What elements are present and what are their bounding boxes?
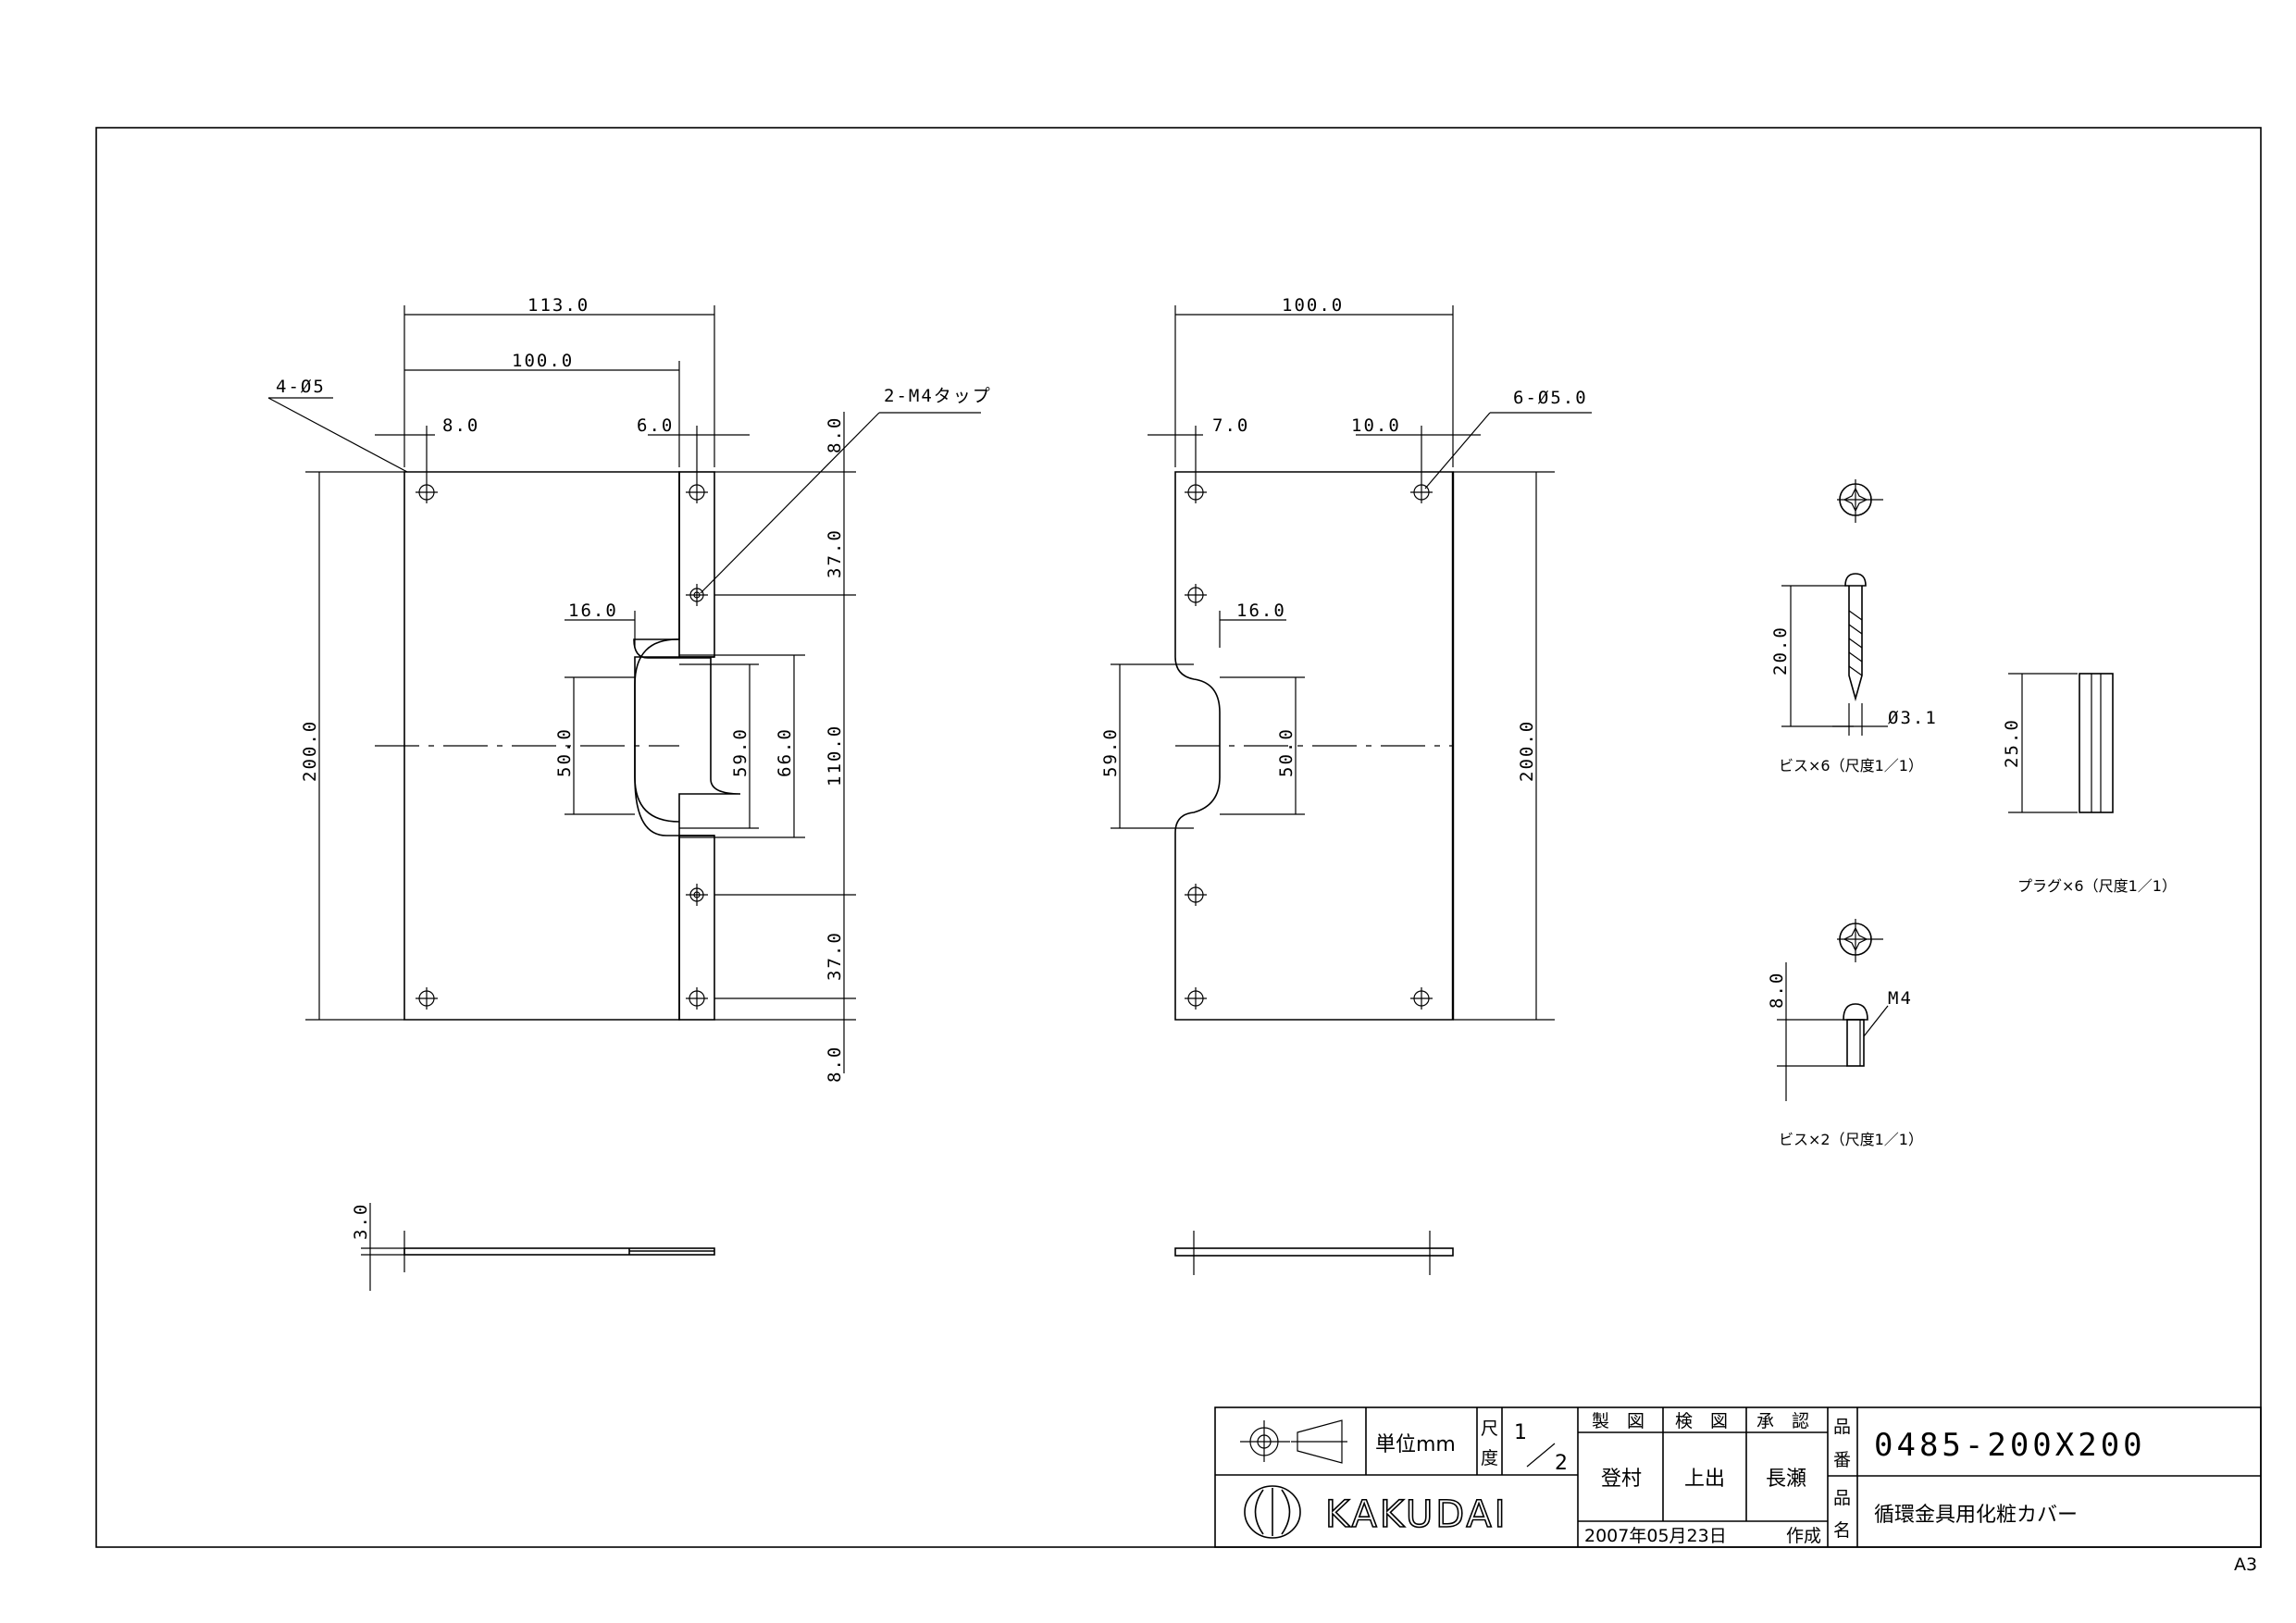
sheet-size: A3 [2234,1555,2257,1575]
dim-right-59: 59.0 [1100,727,1121,777]
right-side-view [1174,1231,1454,1275]
right-view: 100.0 7.0 10.0 6-Ø5.0 16.0 59.0 50.0 200… [1100,295,1592,1275]
left-plate-outline [403,471,741,1021]
dim-left-8: 8.0 [442,415,479,436]
part-name: 循環金具用化粧カバー [1874,1504,2078,1527]
dim-tab-span2: 37.0 [825,931,845,981]
callout-tap: 2-M4タップ [884,386,992,406]
left-side-view [361,1203,715,1291]
approve-label: 承 認 [1756,1411,1809,1431]
date-suffix: 作成 [1786,1526,1821,1546]
screw-long [1781,479,1888,736]
projection-symbol-icon [1240,1419,1347,1464]
made-label: 製 図 [1592,1411,1644,1431]
left-view: 113.0 100.0 8.0 6.0 4-Ø5 2-M4タップ 16.0 20… [267,295,992,1291]
dim-left-50: 50.0 [554,727,575,777]
part-no-label-1: 品 [1833,1417,1851,1437]
part-no-label-2: 番 [1833,1450,1851,1470]
callout-holes-left: 4-Ø5 [276,377,326,397]
right-dimensions [1111,305,1592,1021]
dim-left-66: 66.0 [775,727,795,777]
part-number: 0485-200X200 [1874,1427,2146,1464]
dim-left-6: 6.0 [637,415,674,436]
unit-label: 単位mm [1375,1433,1456,1456]
scale-label-2: 度 [1481,1448,1498,1468]
screw-short [1777,919,1889,1101]
dim-screw-short-length: 8.0 [1767,972,1787,1009]
kakudai-logo-icon: KAKUDAI [1244,1485,1508,1539]
caption-plug: プラグ×6（尺度1／1） [2017,877,2177,895]
dim-left-113: 113.0 [527,295,590,316]
drawing-border [95,127,2262,1548]
dim-right-7: 7.0 [1212,415,1249,436]
title-block: KAKUDAI [1214,1406,2262,1548]
dim-tab-bottom: 8.0 [825,1046,845,1083]
dim-right-100: 100.0 [1282,295,1344,316]
caption-screw-long: ビス×6（尺度1／1） [1779,757,1923,774]
part-name-label-1: 品 [1833,1488,1851,1508]
dim-tab-mid: 110.0 [825,725,845,787]
svg-text:KAKUDAI: KAKUDAI [1325,1493,1508,1536]
date: 2007年05月23日 [1584,1526,1727,1546]
left-dimensions [267,305,981,1073]
scale-label-1: 尺 [1481,1419,1498,1439]
dim-left-16: 16.0 [568,601,618,621]
dim-left-200: 200.0 [300,720,320,782]
dim-right-10: 10.0 [1351,415,1401,436]
check-label: 検 図 [1675,1411,1728,1431]
made-by: 登村 [1601,1468,1642,1491]
dim-tab-span1: 37.0 [825,528,845,578]
dim-thickness: 3.0 [351,1203,371,1240]
left-cutout [634,638,680,823]
caption-screw-short: ビス×2（尺度1／1） [1779,1131,1923,1148]
dim-left-59: 59.0 [730,727,751,777]
dim-right-50: 50.0 [1276,727,1297,777]
dim-plug-length: 25.0 [2002,718,2022,768]
scale-den: 2 [1555,1452,1568,1475]
scale-num: 1 [1514,1421,1527,1444]
callout-holes-right: 6-Ø5.0 [1513,388,1588,408]
plug [2008,673,2114,813]
checked-by: 上出 [1684,1468,1725,1491]
right-plate-outline [1174,471,1454,1021]
dim-screw-short-thread: M4 [1888,988,1913,1009]
dim-screw-long-dia: Ø3.1 [1888,708,1938,728]
left-holes [416,481,708,1010]
right-holes [1185,481,1433,1010]
approved-by: 長瀬 [1766,1468,1806,1491]
dim-left-100: 100.0 [512,351,574,371]
dim-screw-long-length: 20.0 [1770,626,1791,675]
scale-slash [1526,1443,1556,1468]
left-cutout-edge [634,656,714,836]
part-name-label-2: 名 [1833,1520,1851,1541]
dim-tab-top: 8.0 [825,416,845,453]
dim-right-16: 16.0 [1236,601,1286,621]
dim-right-200: 200.0 [1517,720,1537,782]
